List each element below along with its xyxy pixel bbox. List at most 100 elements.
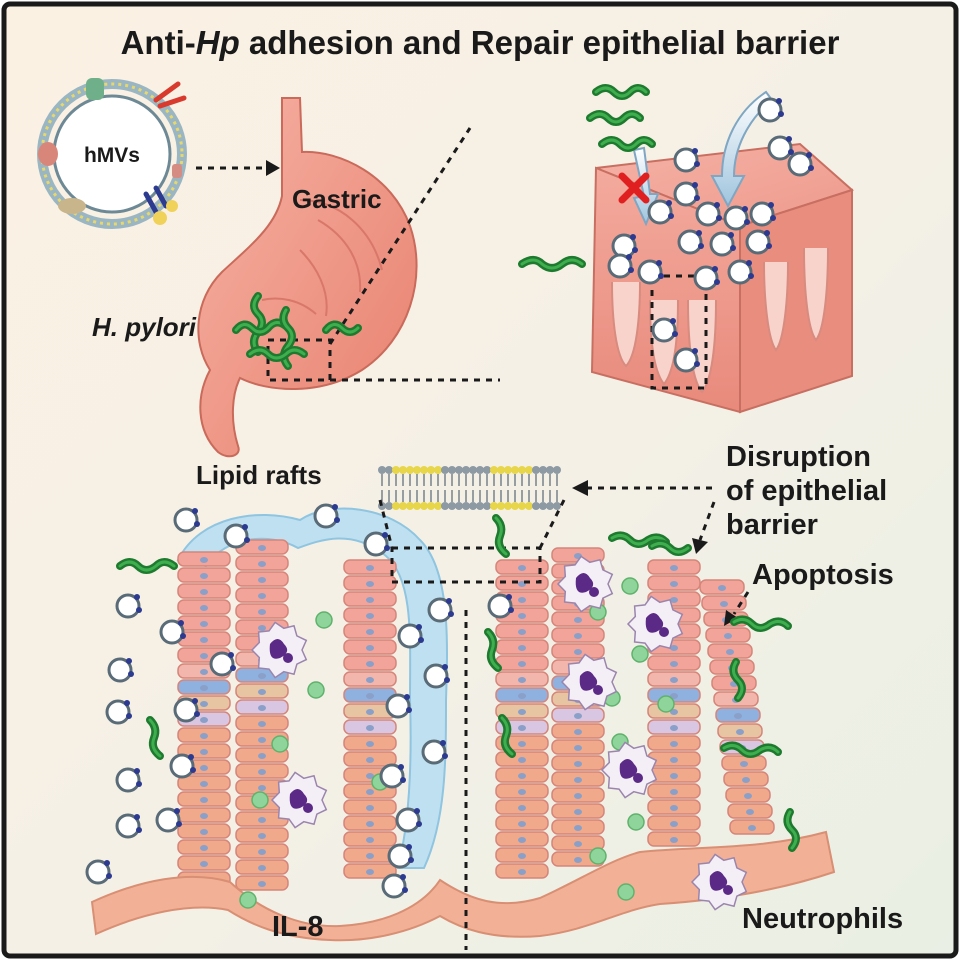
hmv-vesicle-icon bbox=[757, 97, 784, 123]
h-pylori-bacterium-icon bbox=[246, 346, 308, 362]
hmv-vesicle-icon bbox=[105, 699, 132, 725]
epithelial-cell bbox=[495, 815, 549, 831]
epithelial-cell bbox=[235, 715, 289, 731]
h-pylori-bacterium-icon bbox=[783, 808, 800, 852]
hmv-vesicle-icon bbox=[397, 623, 424, 649]
epithelial-cell bbox=[495, 671, 549, 687]
hmv-vesicle-icon bbox=[37, 78, 187, 229]
epithelial-cell bbox=[235, 699, 289, 715]
disruption-label-line3: barrier bbox=[726, 509, 818, 541]
epithelial-cell bbox=[495, 575, 549, 591]
neutrophils-label: Neutrophils bbox=[742, 903, 903, 935]
epithelial-cell bbox=[235, 763, 289, 779]
arrowhead bbox=[724, 610, 738, 626]
epithelial-cell bbox=[343, 831, 397, 847]
epithelial-cell bbox=[647, 671, 701, 687]
epithelial-cell bbox=[235, 859, 289, 875]
hmv-vesicle-icon bbox=[787, 151, 814, 177]
hmv-vesicle-icon bbox=[727, 259, 754, 285]
h-pylori-bacterium-icon bbox=[498, 714, 516, 758]
hmv-vesicle-icon bbox=[487, 593, 514, 619]
neutrophil-cell-icon bbox=[270, 771, 328, 829]
hmv-vesicle-icon bbox=[673, 347, 700, 373]
il8-particle bbox=[627, 813, 645, 831]
epithelial-cell bbox=[729, 819, 775, 835]
epithelial-cell bbox=[495, 847, 549, 863]
epithelial-cell bbox=[177, 599, 231, 615]
epithelial-cell bbox=[647, 559, 701, 575]
epithelial-cell bbox=[551, 787, 605, 803]
epithelial-cell bbox=[551, 739, 605, 755]
hmv-vesicle-icon bbox=[85, 859, 112, 885]
hmv-vesicle-icon bbox=[115, 767, 142, 793]
hmv-vesicle-icon bbox=[693, 265, 720, 291]
epithelial-cell bbox=[177, 615, 231, 631]
hmv-vesicle-icon bbox=[695, 201, 722, 227]
il8-particle bbox=[315, 611, 333, 629]
epithelial-cell bbox=[551, 755, 605, 771]
hmv-vesicle-icon bbox=[673, 147, 700, 173]
diagram-title: Anti-Hp adhesion and Repair epithelial b… bbox=[121, 24, 840, 61]
il8-particle bbox=[251, 791, 269, 809]
h-pylori-bacterium-icon bbox=[720, 741, 782, 758]
hmv-vesicle-icon bbox=[387, 843, 414, 869]
il8-particle bbox=[657, 695, 675, 713]
epithelial-cell bbox=[343, 655, 397, 671]
hmv-vesicle-icon bbox=[427, 597, 454, 623]
hmv-vesicle-icon bbox=[767, 135, 794, 161]
vesicle-entry-arrow bbox=[710, 90, 774, 209]
epithelial-cell bbox=[495, 655, 549, 671]
epithelial-cell bbox=[177, 583, 231, 599]
epithelial-cell bbox=[343, 639, 397, 655]
hmv-vesicles-group bbox=[85, 97, 814, 899]
epithelial-cell bbox=[343, 799, 397, 815]
hmv-vesicle-icon bbox=[651, 317, 678, 343]
h-pylori-bacterium-icon bbox=[598, 136, 656, 152]
h-pylori-bacterium-icon bbox=[586, 110, 644, 126]
neutrophils-group bbox=[250, 555, 748, 911]
epithelial-cell bbox=[495, 831, 549, 847]
epithelial-cell bbox=[551, 835, 605, 851]
epithelial-cell bbox=[495, 687, 549, 703]
epithelial-cell bbox=[235, 571, 289, 587]
hmv-vesicle-icon bbox=[209, 651, 236, 677]
hmv-vesicle-icon bbox=[155, 807, 182, 833]
epithelial-cell bbox=[715, 707, 761, 723]
h-pylori-bacterium-icon bbox=[232, 318, 290, 336]
h-pylori-label: H. pylori bbox=[92, 312, 197, 342]
epithelial-cell bbox=[725, 787, 771, 803]
epithelial-cell bbox=[343, 607, 397, 623]
epithelial-cell bbox=[705, 627, 751, 643]
gastric-label: Gastric bbox=[292, 184, 382, 214]
epithelial-cell bbox=[343, 751, 397, 767]
epithelial-cell bbox=[343, 719, 397, 735]
hmv-vesicle-icon bbox=[107, 657, 134, 683]
il8-particle bbox=[631, 645, 649, 663]
epithelial-cell bbox=[235, 827, 289, 843]
h-pylori-bacterium-icon bbox=[116, 558, 178, 574]
disruption-label-line2: of epithelial bbox=[726, 475, 887, 507]
epithelial-cell bbox=[551, 627, 605, 643]
apoptosis-label: Apoptosis bbox=[752, 559, 894, 591]
h-pylori-bacterium-icon bbox=[729, 658, 746, 702]
h-pylori-bacterium-icon bbox=[608, 531, 670, 548]
epithelial-cell bbox=[647, 575, 701, 591]
epithelial-cell bbox=[177, 823, 231, 839]
epithelial-cell bbox=[343, 735, 397, 751]
lipid-rafts-label: Lipid rafts bbox=[196, 460, 322, 490]
lipid-raft-membrane bbox=[378, 466, 561, 510]
epithelial-cell bbox=[701, 595, 747, 611]
h-pylori-bacterium-icon bbox=[518, 256, 586, 272]
il8-particle bbox=[271, 735, 289, 753]
epithelial-cell bbox=[177, 807, 231, 823]
epithelial-cell bbox=[177, 775, 231, 791]
epithelial-cell bbox=[723, 771, 769, 787]
epithelial-cell bbox=[551, 803, 605, 819]
epithelial-cell bbox=[647, 687, 701, 703]
hmv-vesicle-icon bbox=[385, 693, 412, 719]
epithelial-cell bbox=[235, 555, 289, 571]
arrowhead bbox=[572, 480, 588, 496]
epithelial-cell bbox=[495, 751, 549, 767]
epithelial-cell bbox=[647, 655, 701, 671]
